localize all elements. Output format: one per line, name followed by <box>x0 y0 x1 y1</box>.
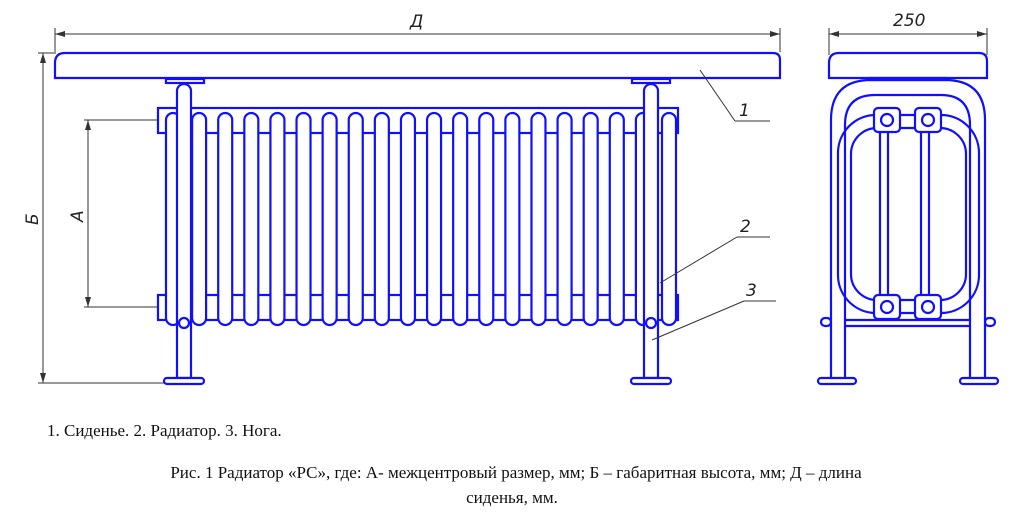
figure-caption-line-2: сиденья, мм. <box>466 488 558 507</box>
radiator-fin <box>425 111 443 327</box>
dimension-center: А <box>68 119 158 308</box>
figure-caption-line-1: Рис. 1 Радиатор «РС», где: А- межцентров… <box>170 463 862 482</box>
radiator-fin <box>269 111 286 327</box>
radiator-fin <box>660 111 678 327</box>
dimension-height: Б <box>23 52 170 384</box>
radiator-fin <box>504 111 521 327</box>
dimension-length: Д <box>54 12 781 52</box>
dim-width-label: 250 <box>893 11 925 31</box>
radiator-fin <box>295 111 312 327</box>
leg-left <box>162 82 206 386</box>
parts-legend: 1. Сиденье. 2. Радиатор. 3. Нога. <box>47 421 282 440</box>
side-view <box>816 51 1000 386</box>
radiator-fin <box>321 111 338 327</box>
leg-right <box>629 82 673 386</box>
dim-center-label: А <box>68 210 88 223</box>
radiator-fin <box>608 111 625 327</box>
radiator-fin <box>452 111 469 327</box>
radiator-fin <box>373 111 390 327</box>
radiator-fin <box>582 111 599 327</box>
radiator-fin <box>478 111 495 327</box>
seat <box>53 51 782 80</box>
leader-2-label: 2 <box>740 217 751 237</box>
figure-caption: Рис. 1 Радиатор «РС», где: А- межцентров… <box>0 460 1024 510</box>
leader-1-label: 1 <box>739 101 750 121</box>
radiator-fin <box>556 111 573 327</box>
radiator-fin <box>243 111 260 327</box>
top-collector <box>156 106 680 135</box>
bottom-collector <box>156 293 680 322</box>
front-view: 1 2 3 <box>53 51 782 386</box>
dim-length-label: Д <box>409 12 423 32</box>
radiator-fin <box>399 111 417 327</box>
radiator-fin <box>347 111 364 327</box>
radiator-fins <box>164 111 678 327</box>
radiator-fin <box>217 111 234 327</box>
dimension-width: 250 <box>828 11 988 55</box>
dim-height-label: Б <box>23 213 43 225</box>
radiator-fin <box>530 111 547 327</box>
radiator-fin <box>191 111 208 327</box>
leader-3-label: 3 <box>746 281 757 301</box>
